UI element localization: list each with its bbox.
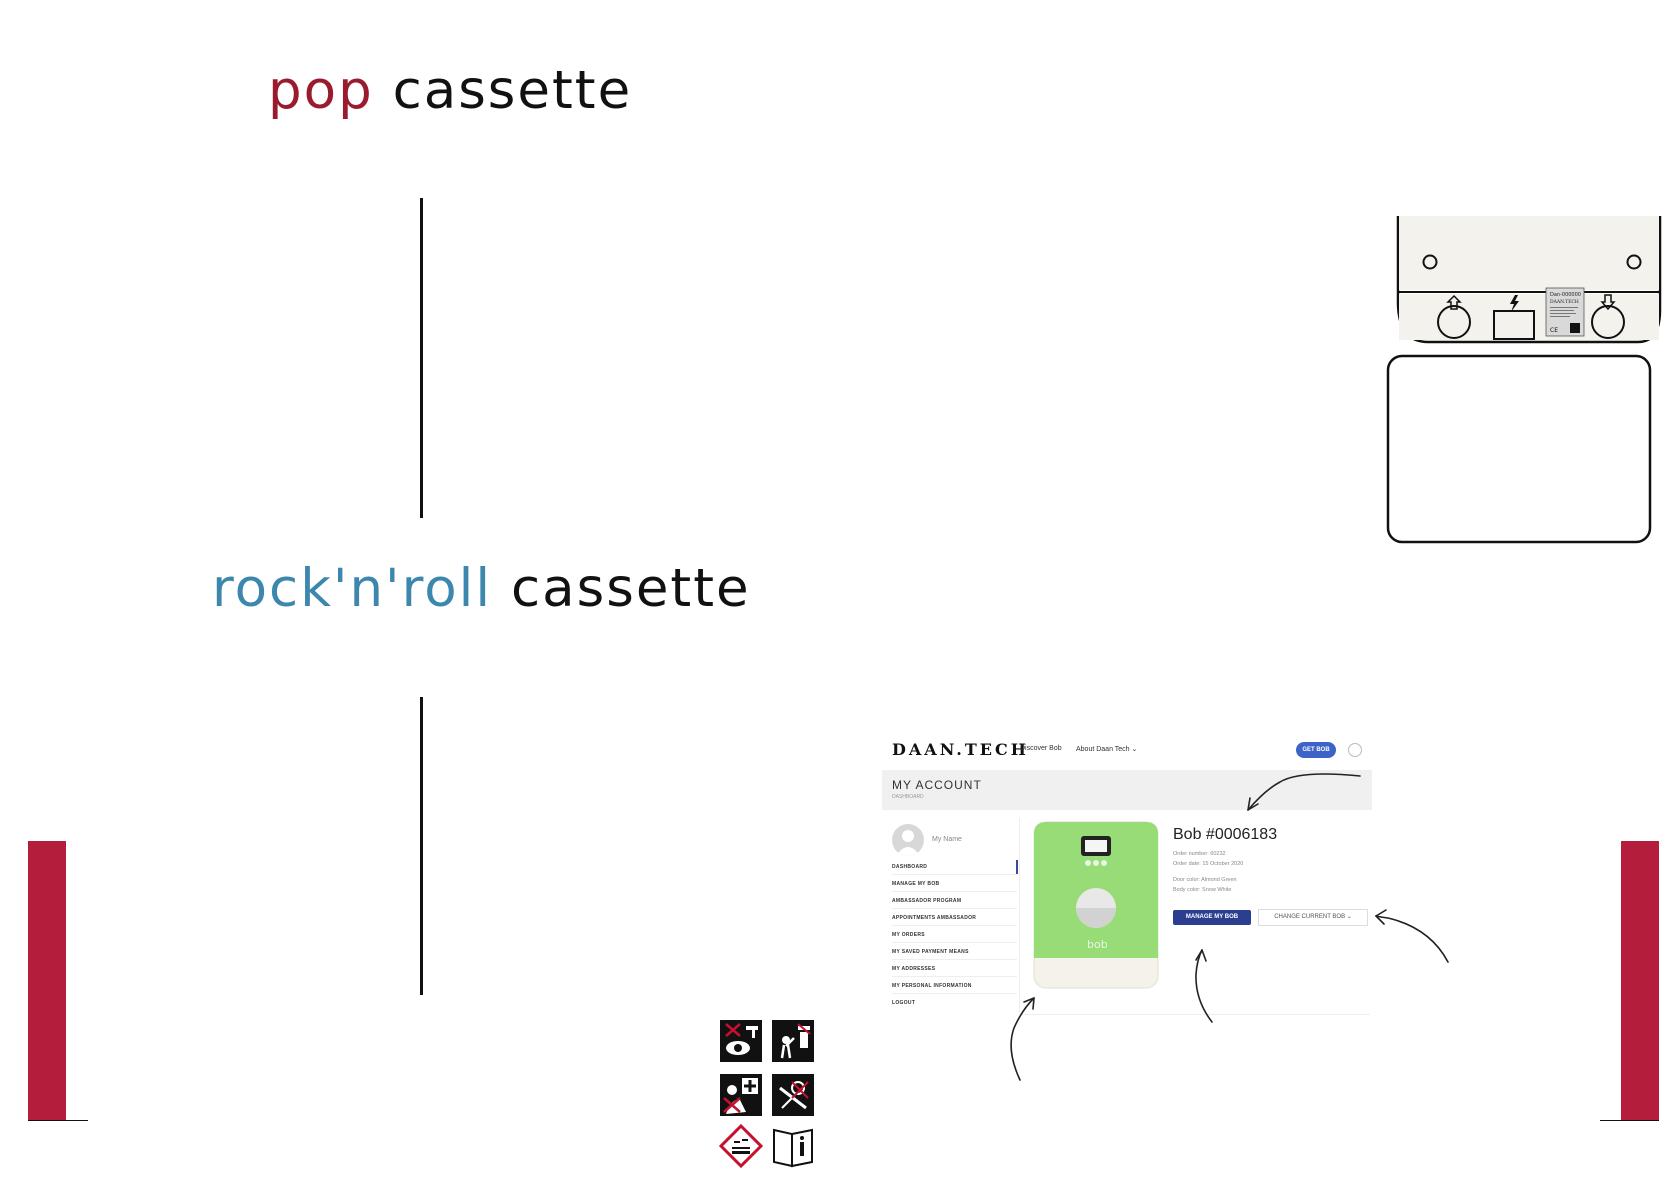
ce-mark-icon: CE [1550, 327, 1558, 334]
order-number: Order number: 60232 [1173, 851, 1226, 857]
door-color: Door color: Almond Green [1173, 877, 1237, 883]
sidebar-item-appointments-ambassador[interactable]: APPOINTMENTS AMBASSADOR [892, 915, 977, 921]
svg-text:Dan-000000: Dan-000000 [1550, 292, 1581, 298]
sidebar-item-logout[interactable]: LOGOUT [892, 1000, 916, 1006]
port-right-icon [1591, 305, 1625, 339]
port-left-icon [1437, 305, 1471, 339]
change-current-bob-select[interactable]: CHANGE CURRENT BOB ⌄ [1258, 909, 1368, 926]
body-color: Body color: Snow White [1173, 887, 1232, 893]
divider-line-top [420, 198, 423, 518]
chevron-down-icon: ⌄ [1346, 914, 1352, 920]
arrow-to-change-bob [1375, 915, 1449, 963]
screw-left-icon [1422, 254, 1438, 270]
pop-cassette-heading: pop cassette [268, 64, 632, 117]
account-dashboard-screenshot: DAAN.TECH Discover Bob About Daan Tech ⌄… [880, 728, 1373, 1018]
avatar [892, 824, 924, 856]
page-title: MY ACCOUNT [892, 778, 982, 792]
eye-rinse-icon [720, 1020, 762, 1062]
sidebar-divider [892, 925, 1017, 926]
content-bottom-divider [1020, 1014, 1370, 1015]
sidebar-divider [892, 908, 1017, 909]
sidebar-divider [892, 959, 1017, 960]
sidebar-divider [892, 993, 1017, 994]
first-aid-icon [720, 1074, 762, 1116]
sidebar-item-my-addresses[interactable]: MY ADDRESSES [892, 966, 936, 972]
change-current-bob-label: CHANGE CURRENT BOB [1274, 914, 1346, 920]
nav-about-daan-tech[interactable]: About Daan Tech ⌄ [1076, 745, 1137, 753]
upload-arrow-icon [1446, 294, 1462, 310]
arrow-to-bob-title [1247, 773, 1361, 811]
arrow-to-manage-bob [1195, 949, 1213, 1023]
pop-word: pop [268, 60, 374, 121]
left-side-bar [28, 841, 66, 1120]
right-side-bar [1621, 841, 1659, 1120]
read-manual-icon [773, 1128, 813, 1168]
sidebar-divider [892, 976, 1017, 977]
do-not-ingest-icon [772, 1074, 814, 1116]
arrow-to-bob-image [1010, 997, 1035, 1081]
sidebar-item-personal-information[interactable]: MY PERSONAL INFORMATION [892, 983, 972, 989]
bob-dishwasher-image: bob [1033, 821, 1159, 989]
nav-about-label: About Daan Tech [1076, 746, 1130, 753]
account-header: MY ACCOUNT DASHBOARD [882, 770, 1372, 810]
blank-panel-box [1386, 354, 1652, 544]
get-bob-button[interactable]: GET BOB [1296, 742, 1336, 758]
sidebar-item-dashboard[interactable]: DASHBOARD [892, 864, 928, 870]
sidebar-item-saved-payment-means[interactable]: MY SAVED PAYMENT MEANS [892, 949, 969, 955]
power-socket-icon [1493, 310, 1535, 340]
sidebar-item-my-orders[interactable]: MY ORDERS [892, 932, 925, 938]
user-name: My Name [932, 836, 962, 843]
corrosive-hazard-icon [718, 1123, 764, 1169]
device-label-illustration: Dan-000000 DAAN.TECH CE [1386, 216, 1662, 544]
keep-away-children-icon [772, 1020, 814, 1062]
bob-title: Bob #0006183 [1173, 826, 1278, 843]
callout-arrows [1010, 773, 1449, 1081]
rock-suffix: cassette [510, 558, 751, 619]
left-bottom-line [28, 1120, 88, 1121]
sticker-brand: DAAN.TECH [1550, 299, 1579, 305]
sidebar-item-manage-my-bob[interactable]: MANAGE MY BOB [892, 881, 940, 887]
content-divider [1019, 818, 1020, 1013]
nav-discover-bob[interactable]: Discover Bob [1020, 745, 1062, 752]
manage-my-bob-button[interactable]: MANAGE MY BOB [1173, 910, 1251, 925]
sidebar-selection-marker [1016, 860, 1018, 874]
lightning-icon [1510, 295, 1519, 312]
user-account-icon[interactable] [1348, 743, 1362, 757]
qr-code-icon [1570, 323, 1580, 333]
divider-line-bottom [420, 697, 423, 995]
breadcrumb: DASHBOARD [892, 794, 924, 800]
rock-cassette-heading: rock'n'roll cassette [212, 562, 751, 615]
order-date: Order date: 15 October 2020 [1173, 861, 1244, 867]
daantech-logo[interactable]: DAAN.TECH [892, 740, 1029, 759]
screw-right-icon [1626, 254, 1642, 270]
rock-word: rock'n'roll [212, 558, 493, 619]
right-bottom-line [1600, 1120, 1659, 1121]
chevron-down-icon: ⌄ [1131, 746, 1138, 753]
sidebar-item-ambassador-program[interactable]: AMBASSADOR PROGRAM [892, 898, 962, 904]
pop-suffix: cassette [392, 60, 633, 121]
sidebar-divider [892, 874, 1017, 875]
safety-pictograms [718, 1020, 814, 1169]
bob-product-label: bob [1087, 938, 1108, 951]
sidebar-divider [892, 891, 1017, 892]
sidebar-divider [892, 942, 1017, 943]
